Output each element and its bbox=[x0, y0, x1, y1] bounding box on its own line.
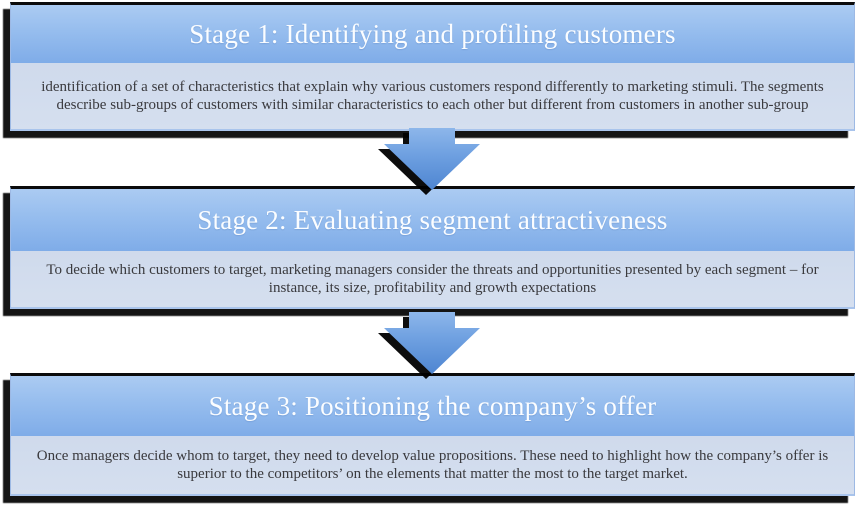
stage-1-description: identification of a set of characteristi… bbox=[11, 63, 854, 129]
down-arrow-icon bbox=[384, 128, 480, 190]
stage-1-box: Stage 1: Identifying and profiling custo… bbox=[10, 2, 855, 131]
stage-2-box: Stage 2: Evaluating segment attractivene… bbox=[10, 186, 855, 309]
down-arrow-icon bbox=[0, 128, 480, 190]
stage-2-description: To decide which customers to target, mar… bbox=[11, 251, 854, 307]
down-arrow-icon bbox=[384, 312, 480, 374]
down-arrow-icon bbox=[0, 312, 480, 374]
stage-1-title: Stage 1: Identifying and profiling custo… bbox=[11, 5, 854, 63]
stage-3-title: Stage 3: Positioning the company’s offer bbox=[11, 376, 854, 436]
stage-3-box: Stage 3: Positioning the company’s offer… bbox=[10, 373, 855, 496]
stage-3-description: Once managers decide whom to target, the… bbox=[11, 436, 854, 494]
stage-2-title: Stage 2: Evaluating segment attractivene… bbox=[11, 189, 854, 251]
